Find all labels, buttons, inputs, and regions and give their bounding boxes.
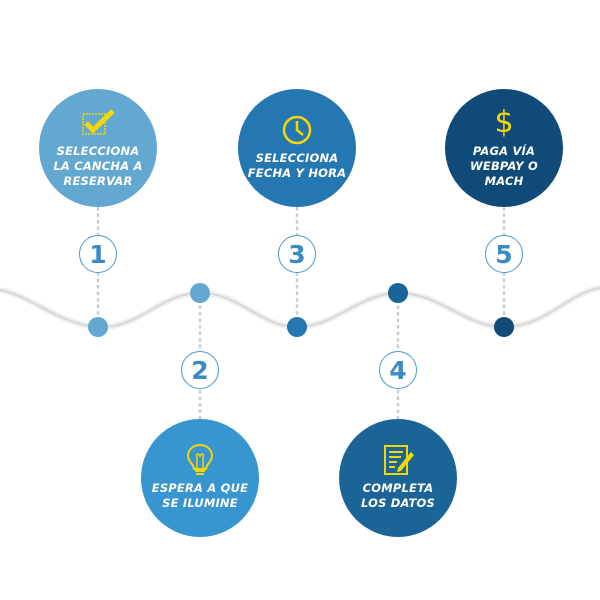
step-1-label: SELECCIONA LA CANCHA A RESERVAR bbox=[53, 143, 143, 188]
step-4-label: COMPLETA LOS DATOS bbox=[360, 481, 436, 510]
dollar-icon: $ bbox=[494, 105, 514, 140]
timeline-dot-5 bbox=[494, 317, 514, 337]
step-1-bubble: SELECCIONA LA CANCHA A RESERVAR bbox=[39, 89, 157, 207]
step-3-number: 3 bbox=[278, 235, 316, 273]
step-5-number: 5 bbox=[485, 235, 523, 273]
timeline-dot-3 bbox=[287, 317, 307, 337]
step-2-number: 2 bbox=[181, 351, 219, 389]
step-2-label: ESPERA A QUE SE ILUMINE bbox=[151, 481, 249, 510]
step-4-number: 4 bbox=[379, 351, 417, 389]
timeline-dot-1 bbox=[88, 317, 108, 337]
checkbox-icon bbox=[80, 108, 116, 138]
timeline-dot-2 bbox=[190, 283, 210, 303]
step-5-bubble: $ PAGA VÍA WEBPAY O MACH bbox=[445, 89, 563, 207]
step-3-bubble: SELECCIONA FECHA Y HORA bbox=[238, 89, 356, 207]
step-5-label: PAGA VÍA WEBPAY O MACH bbox=[470, 143, 538, 188]
clock-icon bbox=[281, 115, 313, 145]
lightbulb-icon bbox=[185, 443, 215, 475]
step-2-bubble: ESPERA A QUE SE ILUMINE bbox=[141, 419, 259, 537]
step-4-bubble: COMPLETA LOS DATOS bbox=[339, 419, 457, 537]
step-1-number: 1 bbox=[79, 235, 117, 273]
timeline-dot-4 bbox=[388, 283, 408, 303]
form-pencil-icon bbox=[380, 445, 416, 475]
step-3-label: SELECCIONA FECHA Y HORA bbox=[247, 151, 347, 180]
